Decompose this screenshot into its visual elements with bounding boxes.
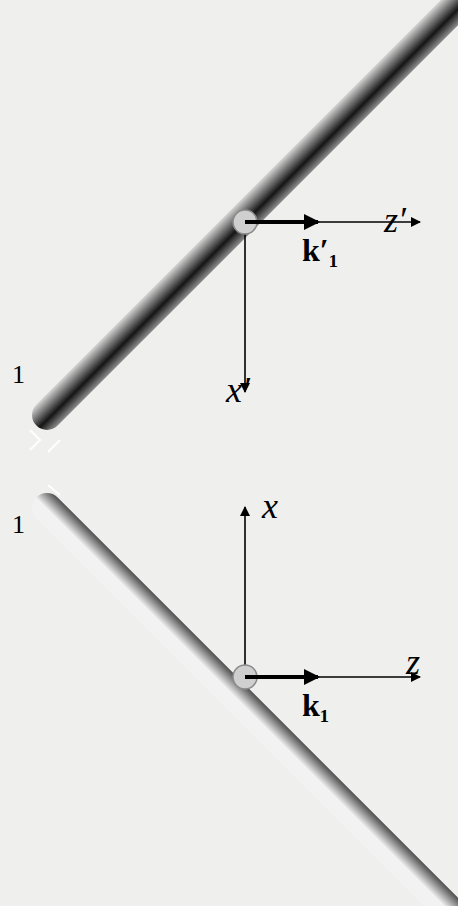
vector-label: k′₁ (302, 234, 338, 266)
axis-label: z′ (384, 202, 406, 238)
joint-mark (30, 430, 60, 495)
axis-label: x′ (226, 372, 250, 408)
vector-label: k₁ (302, 689, 329, 721)
beam (47, 7, 455, 906)
axis-label: x (262, 488, 278, 524)
axis-label: z (406, 644, 420, 680)
frame-lower (233, 507, 420, 689)
callout-number: 1 (12, 512, 25, 538)
callout-number: 1 (12, 362, 25, 388)
